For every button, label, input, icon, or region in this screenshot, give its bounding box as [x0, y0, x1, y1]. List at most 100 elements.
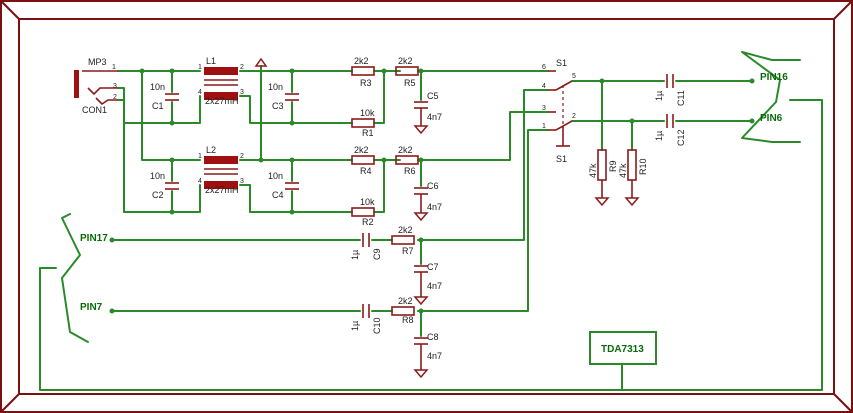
resistor-r1	[351, 118, 375, 128]
capacitor-c2-value: 10n	[150, 171, 165, 181]
connector-pin1: 1	[112, 64, 116, 71]
capacitor-c8-ref: C8	[427, 332, 439, 342]
resistor-r10-ref: R10	[638, 158, 648, 175]
capacitor-c1-ref: C1	[152, 101, 164, 111]
capacitor-c5	[413, 101, 429, 135]
resistor-r5	[395, 66, 419, 76]
resistor-r6-value: 2k2	[398, 145, 413, 155]
resistor-r10-value: 47k	[618, 163, 628, 178]
capacitor-c6-value: 4n7	[427, 202, 442, 212]
choke-l1-value: 2x27mH	[205, 96, 239, 106]
capacitor-c6-ref: C6	[427, 181, 439, 191]
resistor-r7-ref: R7	[402, 246, 414, 256]
switch-pin4: 4	[542, 83, 546, 90]
capacitor-c11	[666, 74, 674, 88]
capacitor-c7	[413, 265, 429, 306]
capacitor-c4-ref: C4	[272, 190, 284, 200]
resistor-r8-value: 2k2	[398, 296, 413, 306]
chip-tda7313-label: TDA7313	[601, 344, 644, 355]
switch-ref-top: S1	[556, 58, 567, 68]
connector-pin2: 2	[113, 94, 117, 101]
choke-l2-pin4: 4	[198, 178, 202, 185]
capacitor-c12	[666, 114, 674, 128]
choke-l2-pin2: 2	[240, 153, 244, 160]
capacitor-c3	[285, 93, 299, 101]
resistor-r3	[351, 66, 375, 76]
capacitor-c6	[413, 187, 429, 222]
capacitor-c9-value: 1µ	[350, 250, 360, 260]
audio-jack-con1	[74, 70, 118, 106]
switch-pin3: 3	[542, 105, 546, 112]
connector-pin3: 3	[113, 83, 117, 90]
choke-l2-value: 2x27mH	[205, 185, 239, 195]
capacitor-c2-ref: C2	[152, 190, 164, 200]
resistor-r2-ref: R2	[362, 217, 374, 227]
resistor-r3-ref: R3	[360, 78, 372, 88]
resistor-r1-value: 10k	[360, 108, 375, 118]
chip-tda7313-box	[589, 331, 657, 365]
capacitor-c7-ref: C7	[427, 262, 439, 272]
capacitor-c4	[285, 182, 299, 190]
choke-l2-pin1: 1	[198, 153, 202, 160]
net-label-pin6: PIN6	[760, 113, 783, 124]
net-label-pin17: PIN17	[80, 233, 108, 244]
choke-l2-pin3: 3	[240, 178, 244, 185]
junctions	[109, 68, 755, 314]
capacitor-c5-ref: C5	[427, 91, 439, 101]
capacitor-c8	[413, 337, 429, 379]
choke-l2	[204, 156, 238, 189]
switch-ref-bottom: S1	[556, 154, 567, 164]
net-label-pin16: PIN16	[760, 72, 788, 83]
ground-arrow-top	[254, 57, 268, 67]
capacitor-c12-ref: C12	[676, 129, 686, 146]
capacitor-c7-value: 4n7	[427, 281, 442, 291]
switch-pin1: 1	[542, 123, 546, 130]
resistor-r10	[624, 149, 640, 207]
choke-l1-ref: L1	[206, 56, 216, 66]
capacitor-c10-ref: C10	[372, 317, 382, 334]
connector-ref: CON1	[82, 105, 107, 115]
resistor-r5-ref: R5	[404, 78, 416, 88]
capacitor-c1	[165, 93, 179, 101]
wires	[39, 51, 823, 391]
resistor-r9-value: 47k	[588, 163, 598, 178]
switch-pin6: 6	[542, 64, 546, 71]
resistor-r9	[594, 149, 610, 207]
resistor-r6-ref: R6	[404, 166, 416, 176]
net-label-pin7: PIN7	[80, 302, 103, 313]
resistor-r6	[395, 155, 419, 165]
capacitor-c10-value: 1µ	[350, 321, 360, 331]
capacitor-c12-value: 1µ	[654, 131, 664, 141]
resistor-r8-ref: R8	[402, 315, 414, 325]
capacitor-c11-ref: C11	[676, 90, 686, 106]
resistor-r1-ref: R1	[362, 128, 374, 138]
resistor-r4-value: 2k2	[354, 145, 369, 155]
choke-l1-pin3: 3	[240, 89, 244, 96]
choke-l1-pin1: 1	[198, 64, 202, 71]
switch-pin2: 2	[572, 113, 576, 120]
resistor-r5-value: 2k2	[398, 56, 413, 66]
resistor-r4-ref: R4	[360, 166, 372, 176]
capacitor-c2	[165, 182, 179, 190]
resistor-r4	[351, 155, 375, 165]
switch-pin5: 5	[572, 73, 576, 80]
capacitor-c8-value: 4n7	[427, 351, 442, 361]
resistor-r7	[391, 235, 415, 245]
resistor-r9-ref: R9	[608, 160, 618, 172]
resistor-r2-value: 10k	[360, 197, 375, 207]
capacitor-c9	[362, 233, 370, 247]
capacitor-c4-value: 10n	[268, 171, 283, 181]
resistor-r2	[351, 207, 375, 217]
capacitor-c10	[362, 304, 370, 318]
capacitor-c11-value: 1µ	[654, 91, 664, 101]
resistor-r7-value: 2k2	[398, 225, 413, 235]
resistor-r3-value: 2k2	[354, 56, 369, 66]
choke-l1-pin4: 4	[198, 89, 202, 96]
capacitor-c3-ref: C3	[272, 101, 284, 111]
capacitor-c5-value: 4n7	[427, 112, 442, 122]
choke-l2-ref: L2	[206, 145, 216, 155]
connector-name: MP3	[88, 57, 107, 67]
capacitor-c9-ref: C9	[372, 248, 382, 260]
